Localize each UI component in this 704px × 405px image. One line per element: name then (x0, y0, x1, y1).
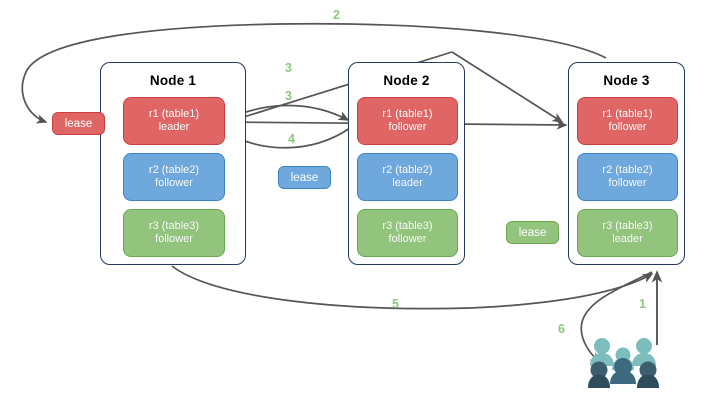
node-1-replica-r3[interactable]: r3 (table3) follower (123, 209, 225, 257)
node-3-title: Node 3 (603, 73, 650, 88)
edge-3-visible-diagonal-descend-path (451, 51, 564, 123)
lease-badge-r3[interactable]: lease (506, 221, 559, 244)
node-1-title: Node 1 (149, 73, 197, 88)
node-2-replica-r1-line2: follower (388, 121, 427, 133)
node-1-replica-r2-line2: follower (155, 177, 193, 189)
node-2-replica-r1-line1: r1 (table1) (382, 107, 433, 120)
node-1-replica-r2-line1: r2 (table2) (148, 163, 200, 176)
lease-badge-r1[interactable]: lease (52, 112, 105, 135)
node-2-replica-r2[interactable]: r2 (table2) leader (357, 153, 458, 201)
node-1-replica-r3-line1: r3 (table3) (148, 219, 200, 232)
node-box-2[interactable]: Node 2 r1 (table1) follower r2 (table2) … (348, 62, 465, 265)
node-2-replica-r3[interactable]: r3 (table3) follower (357, 209, 458, 257)
node-3-replica-r3-line1: r3 (table3) (602, 219, 653, 232)
node-3-replica-r3-line2: leader (612, 233, 643, 245)
node-2-replica-r3-line1: r3 (table3) (382, 219, 433, 232)
edge-label-4: 4 (288, 132, 295, 146)
node-3-replica-r3[interactable]: r3 (table3) leader (577, 209, 678, 257)
node-1-replica-r3-line2: follower (155, 233, 193, 245)
edge-label-3-lower: 3 (285, 89, 292, 103)
edge-label-3-upper: 3 (285, 61, 292, 75)
node-1-replica-r1-line1: r1 (table1) (148, 107, 200, 120)
users-group-icon (588, 338, 659, 388)
node-3-replica-r2-line1: r2 (table2) (602, 163, 653, 176)
node-2-replica-r2-line1: r2 (table2) (382, 163, 433, 176)
node-1-replica-r1[interactable]: r1 (table1) leader (123, 97, 225, 145)
edge-5-path (171, 265, 654, 310)
node-2-replica-r3-line2: follower (388, 233, 427, 245)
edge-label-2: 2 (333, 8, 340, 22)
node-box-1[interactable]: Node 1 r1 (table1) leader r2 (table2) fo… (100, 62, 246, 265)
node-2-replica-r1[interactable]: r1 (table1) follower (357, 97, 458, 145)
node-2-title: Node 2 (383, 73, 430, 88)
node-1-replica-r2[interactable]: r2 (table2) follower (123, 153, 225, 201)
edge-label-6: 6 (558, 322, 565, 336)
node-3-replica-r1[interactable]: r1 (table1) follower (577, 97, 678, 145)
node-3-replica-r2[interactable]: r2 (table2) follower (577, 153, 678, 201)
node-box-3[interactable]: Node 3 r1 (table1) follower r2 (table2) … (568, 62, 685, 265)
node-3-replica-r1-line2: follower (608, 121, 647, 133)
edge-label-5: 5 (392, 297, 399, 311)
lease-badge-r2[interactable]: lease (278, 166, 331, 189)
node-3-replica-r2-line2: follower (608, 177, 647, 189)
node-1-replica-r1-line2: leader (158, 121, 190, 133)
node-2-replica-r2-line2: leader (392, 177, 423, 189)
node-3-replica-r1-line1: r1 (table1) (602, 107, 653, 120)
edge-label-1: 1 (639, 297, 646, 311)
